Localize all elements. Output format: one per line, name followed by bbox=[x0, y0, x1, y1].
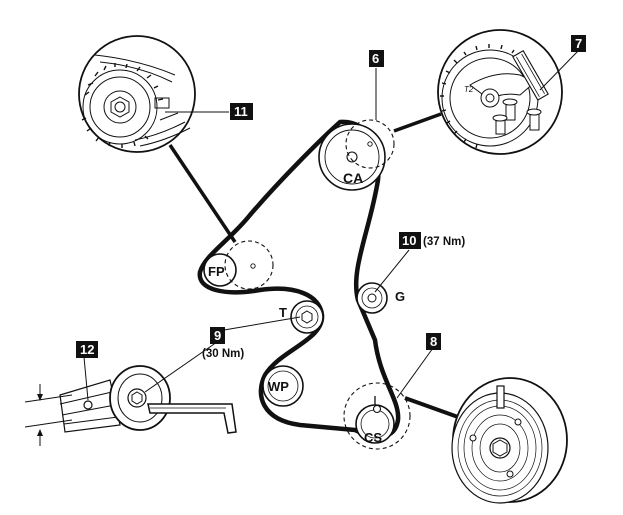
crankshaft-sprocket bbox=[355, 396, 395, 444]
callout-12: 12 bbox=[76, 341, 98, 358]
camshaft-inset: T2 bbox=[393, 29, 563, 155]
pulley-label-cs: CS bbox=[364, 430, 382, 445]
pulley-label-ca: CA bbox=[343, 170, 363, 186]
callout-number-9: 9 bbox=[214, 328, 221, 343]
callout-8: 8 bbox=[426, 333, 441, 350]
timing-belt bbox=[197, 119, 401, 439]
camshaft-pulley bbox=[318, 123, 386, 191]
detail-circle-8 bbox=[343, 382, 411, 450]
callout-9: 9 bbox=[210, 327, 225, 344]
torque-9: (30 Nm) bbox=[202, 348, 244, 360]
callout-number-7: 7 bbox=[575, 36, 582, 51]
callout-number-8: 8 bbox=[430, 334, 437, 349]
pulley-label-fp: FP bbox=[208, 264, 225, 279]
water-pump-pulley bbox=[262, 365, 304, 407]
callout-number-11: 11 bbox=[234, 104, 248, 119]
callout-10: 10 bbox=[399, 232, 421, 249]
callout-7: 7 bbox=[571, 35, 586, 52]
pulley-label-g: G bbox=[395, 289, 405, 304]
leader-crank-detail bbox=[404, 396, 459, 419]
pulley-label-t: T bbox=[279, 305, 287, 320]
callout-number-12: 12 bbox=[80, 342, 94, 357]
crankshaft-pulley bbox=[451, 377, 568, 504]
detail-circle-11 bbox=[224, 240, 274, 290]
fuel-pump-pulley bbox=[203, 253, 256, 287]
guide-roller bbox=[356, 282, 388, 314]
callout-11: 11 bbox=[230, 103, 253, 120]
tensioner-pulley bbox=[290, 300, 324, 334]
callout-6: 6 bbox=[369, 50, 384, 67]
fuel-pump-inset bbox=[78, 35, 237, 243]
callout-number-6: 6 bbox=[372, 51, 379, 66]
callout-leaders bbox=[83, 49, 580, 401]
tensioner-detail bbox=[24, 365, 237, 446]
torque-10: (37 Nm) bbox=[423, 236, 465, 248]
detail-circle-6 bbox=[345, 119, 395, 169]
sprocket-marking: T2 bbox=[464, 85, 474, 94]
pulley-label-wp: WP bbox=[268, 379, 289, 394]
callout-number-10: 10 bbox=[402, 233, 416, 248]
